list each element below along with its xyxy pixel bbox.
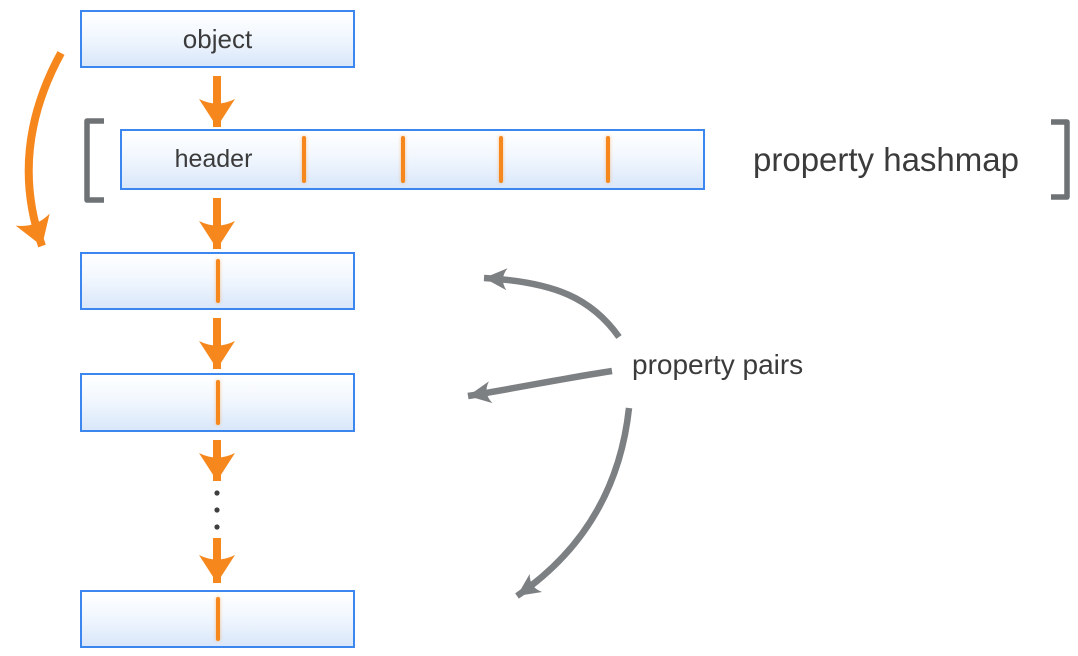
header-slot-divider <box>606 136 610 183</box>
right-bracket-icon <box>1051 119 1070 200</box>
header-slot-divider <box>302 136 306 183</box>
property-pair-box-1 <box>80 252 355 310</box>
left-bracket-icon <box>84 118 104 203</box>
header-slot-divider <box>401 136 405 183</box>
property-hashmap-box: header <box>120 129 705 190</box>
property-pair-box-2 <box>80 373 355 432</box>
property-pair-box-3 <box>80 590 355 648</box>
pair-slot-divider <box>215 380 220 425</box>
header-cell-label: header <box>174 145 253 173</box>
pair-slot-divider <box>215 597 220 641</box>
property-pairs-annotation: property pairs <box>632 349 804 380</box>
gray-arrow-icon <box>515 407 633 599</box>
object-box: object <box>80 10 355 68</box>
gray-arrow-icon <box>483 268 622 339</box>
property-hashmap-annotation: property hashmap <box>753 141 1019 178</box>
pair-slot-divider <box>215 259 220 303</box>
curved-arrow-icon <box>15 51 65 248</box>
object-label: object <box>182 23 253 54</box>
header-slot-divider <box>499 136 503 183</box>
gray-arrow-icon <box>467 367 613 404</box>
vertical-ellipsis-icon <box>214 490 220 530</box>
